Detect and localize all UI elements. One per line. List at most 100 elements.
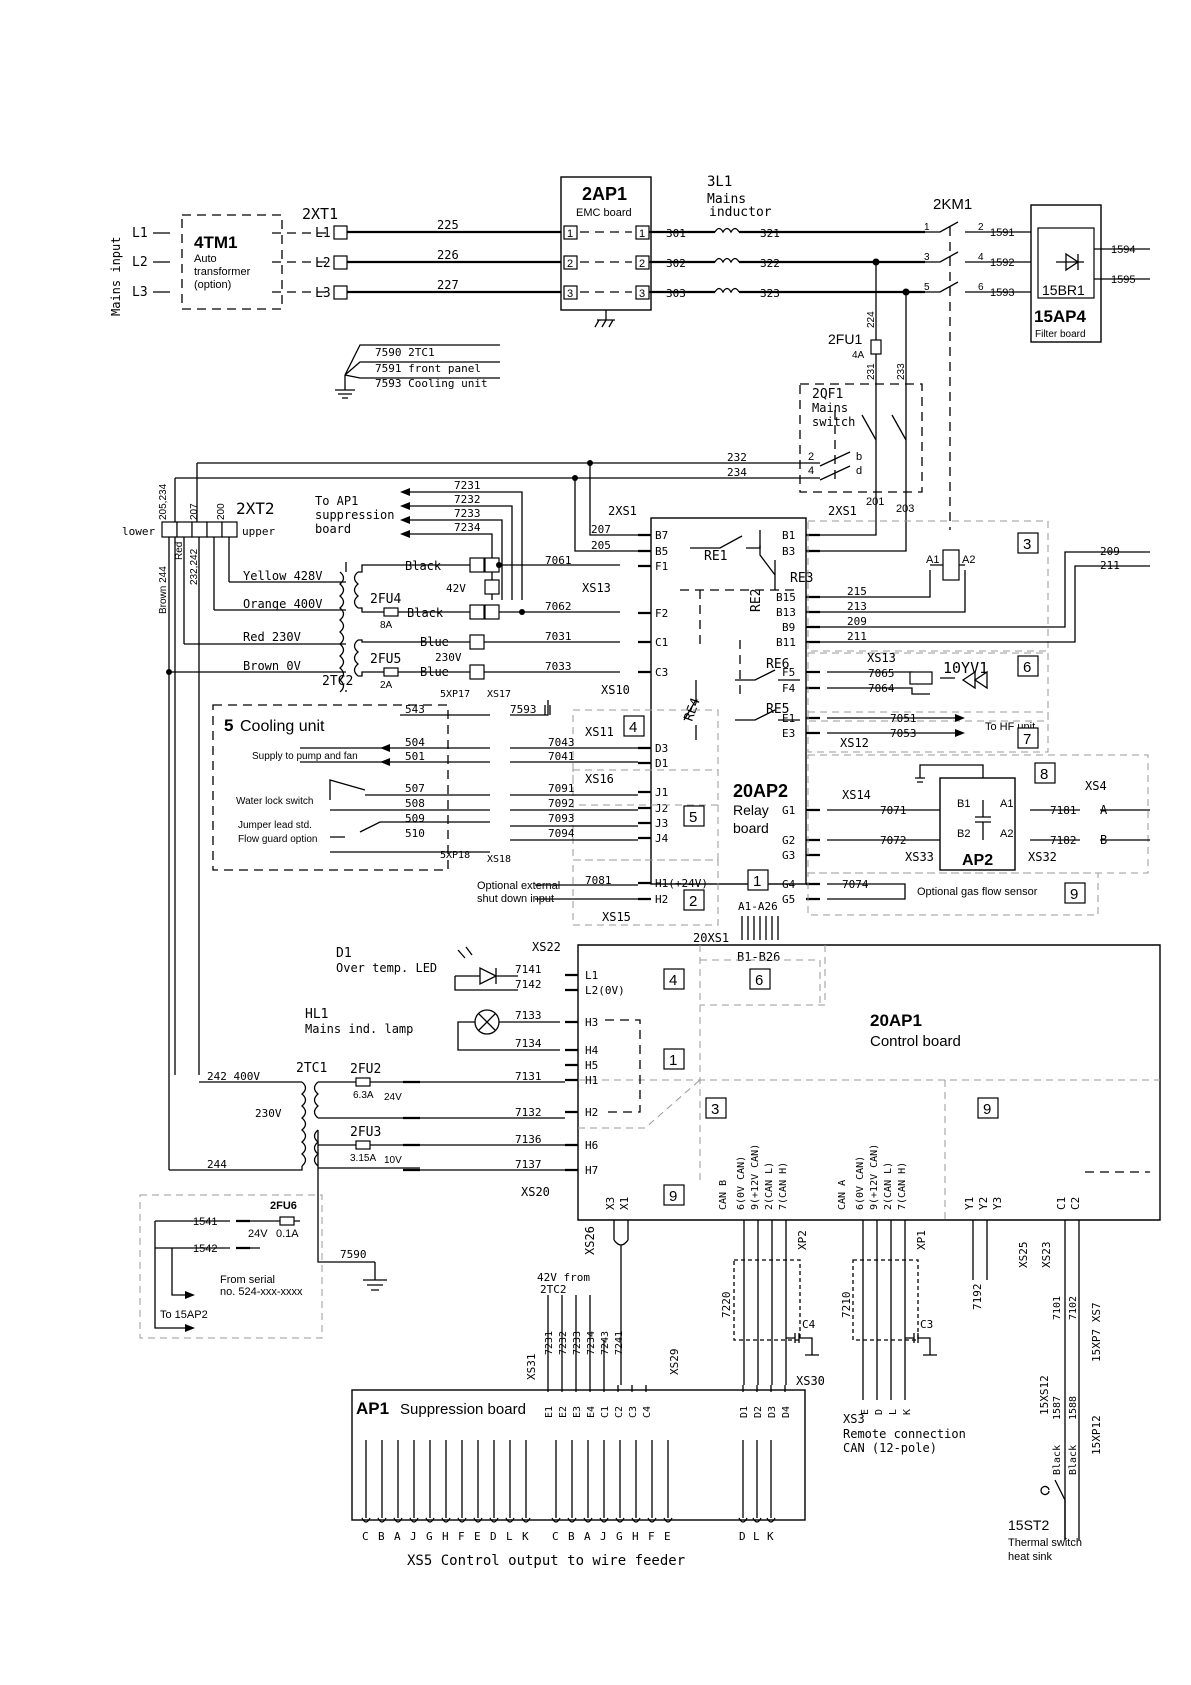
xp1: XP1	[915, 1230, 928, 1250]
mains-input: Mains input L1 L2 L3 4TM1 Auto transform…	[109, 214, 330, 316]
mains-switch-2qf1: 2QF1 Mains switch 231 233 2 4 b d 201 20…	[799, 363, 923, 515]
tc2-black1: Black	[405, 559, 442, 573]
supp-output-13: A	[584, 1530, 591, 1543]
wire-7137: 7137	[515, 1158, 542, 1171]
relay-pin-rf5: F5	[782, 666, 795, 679]
xs33: XS33	[905, 850, 934, 864]
emc-board-desc: EMC board	[576, 207, 632, 219]
xs31: XS31	[525, 1354, 538, 1381]
control-board-desc: Control board	[870, 1033, 961, 1050]
2xt1-label: 2XT1	[302, 205, 338, 223]
supp-pin-c4: C4	[642, 1406, 653, 1418]
relay-right-side: 3 A1 A2 215 213 209 211 209 211 XS13 706…	[807, 500, 1150, 916]
mains-input-title: Mains input	[109, 237, 123, 316]
wire-1542: 1542	[193, 1243, 217, 1255]
region-7-right: 7	[1023, 731, 1031, 748]
thermal-switch-icon	[1040, 1479, 1066, 1540]
wire-7192: 7192	[971, 1284, 984, 1311]
fu6-rating: 0.1A	[276, 1228, 299, 1240]
wire-7142: 7142	[515, 978, 542, 991]
relay-re2: RE2	[749, 589, 764, 612]
xs15: XS15	[602, 910, 631, 924]
fuse-2fu4-icon	[383, 607, 399, 617]
inductor-id: 3L1	[707, 174, 732, 190]
wire-201: 201	[866, 496, 884, 508]
wire-7590: 7590	[340, 1248, 367, 1261]
gas-valve-icon	[961, 670, 988, 690]
relay-xs1-left: 2XS1	[608, 504, 637, 518]
supp-output-lead	[505, 1440, 515, 1523]
relay-board-desc1: Relay	[733, 802, 769, 818]
supp-output-14: J	[600, 1530, 607, 1543]
wire-7062: 7062	[545, 600, 572, 613]
wire-227: 227	[437, 278, 459, 292]
wire-1591: 1591	[990, 227, 1014, 239]
hl1-desc: Mains ind. lamp	[305, 1022, 413, 1036]
wire-211: 211	[847, 630, 867, 643]
supp-output-12: B	[568, 1530, 575, 1543]
supp-output-lead	[567, 1440, 577, 1523]
wire-233: 233	[896, 363, 907, 380]
wire-7220: 7220	[720, 1292, 733, 1319]
km1-n3: 3	[924, 252, 930, 263]
relay-pin-rg3: G3	[782, 849, 795, 862]
wire-508: 508	[405, 797, 425, 810]
xs4-a: A	[1100, 803, 1108, 817]
wire-224: 224	[866, 311, 877, 328]
ap2-a1: A1	[1000, 798, 1013, 810]
fuse-2fu6-id: 2FU6	[270, 1200, 297, 1212]
cooling-unit: 5 Cooling unit 5XP17 XS17 543 7593 504 5…	[212, 689, 638, 905]
relay-pin-c1: C1	[655, 636, 668, 649]
supp-output-0: C	[362, 1530, 369, 1543]
ctrl-pin-h6: H6	[585, 1139, 598, 1152]
wire-7181: 7181	[1050, 804, 1077, 817]
ap2-b1: B1	[957, 798, 970, 810]
supp-output-1: B	[378, 1530, 385, 1543]
supp-output-lead	[583, 1440, 593, 1523]
wire-7182: 7182	[1050, 834, 1077, 847]
wire-brown-244: Brown 244	[158, 566, 169, 614]
wire-7061: 7061	[545, 554, 572, 567]
xs12: XS12	[840, 736, 869, 750]
wire-7590-note: 7590 2TC1	[375, 346, 435, 359]
ctrl-pin-y1: Y1	[963, 1197, 976, 1210]
emc-board-id: 2AP1	[582, 184, 627, 204]
ctrl-pin-h7: H7	[585, 1164, 598, 1177]
supp-output-21: K	[767, 1530, 774, 1543]
tc1-10v: 10V	[384, 1155, 402, 1166]
thermal-switch-id: 15ST2	[1008, 1517, 1049, 1533]
ap2-b2: B2	[957, 828, 970, 840]
2xt1-l1: L1	[315, 226, 331, 241]
ctrl-pin-x3: X3	[604, 1197, 617, 1210]
ctrl-region-4: 4	[669, 972, 677, 989]
supp-output-lead	[521, 1440, 531, 1523]
tc2-42v: 42V	[446, 582, 466, 595]
filter-board-15ap4: 15BR1 15AP4 Filter board 1594 1595	[1030, 204, 1150, 343]
emc-board-2ap1: 2AP1 EMC board 1 2 3 1 2 3	[560, 176, 652, 328]
ground-notes: 7590 2TC1 7591 front panel 7593 Cooling …	[335, 344, 500, 399]
coil-a1: A1	[926, 554, 939, 566]
wire-7234: 7234	[454, 521, 481, 534]
relay-pin-f2: F2	[655, 607, 668, 620]
xs3: XS3	[843, 1412, 865, 1426]
rectifier-diode-icon	[1056, 252, 1084, 272]
emc-pin-3-in: 3	[567, 288, 573, 300]
rectifier-id: 15BR1	[1042, 282, 1085, 298]
wire-1588: 1588	[1068, 1396, 1079, 1420]
relay-re5: RE5	[766, 702, 789, 717]
water-lock-switch: Water lock switch	[236, 796, 313, 807]
emc-pin-2-in: 2	[567, 258, 573, 270]
supp-pin-d3: D3	[767, 1406, 778, 1418]
15xp7-xs7: 15XP7 XS7	[1090, 1302, 1103, 1362]
contactor-2km1: 2KM1 1 2 3 4 5 6 1591 1592 1593	[924, 196, 1032, 530]
wire-207: 207	[591, 523, 611, 536]
supp-output-lead	[631, 1440, 641, 1523]
qf1-d: d	[856, 465, 862, 477]
st2-black1: Black	[1052, 1445, 1063, 1475]
wire-213: 213	[847, 600, 867, 613]
ctrl-region-9a: 9	[983, 1101, 991, 1118]
tc2-black2: Black	[407, 606, 444, 620]
supp-output-lead	[377, 1440, 387, 1523]
relay-xs1-right: 2XS1	[828, 504, 857, 518]
